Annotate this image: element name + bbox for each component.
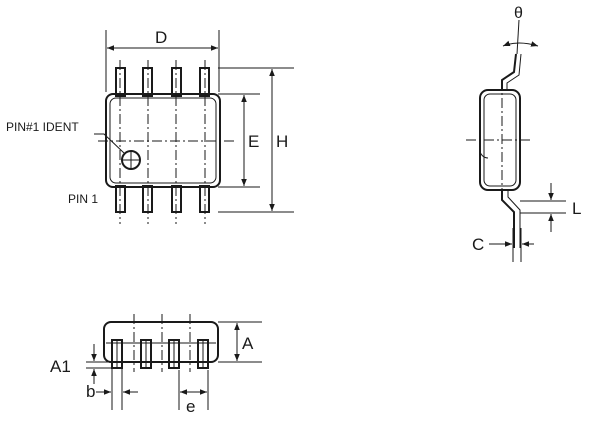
pin1-label: PIN 1 [68,192,98,206]
package-body-front [103,321,219,363]
bottom-leads [115,185,210,213]
dim-label-A1: A1 [50,357,71,376]
top-view: D E H PIN#1 IDENT PIN 1 [6,28,294,224]
front-view: A A1 b e [50,314,262,416]
side-view: θ L C [466,5,581,262]
dim-label-L: L [572,199,581,218]
dim-label-theta: θ [514,5,523,22]
dim-label-H: H [276,132,288,151]
dim-label-A: A [242,334,254,353]
front-leads [111,339,209,369]
pin1-ident-label: PIN#1 IDENT [6,120,79,134]
dim-label-b: b [86,382,95,401]
dim-label-D: D [155,28,167,47]
dim-label-E: E [248,132,259,151]
dim-label-e: e [186,397,195,416]
top-leads [115,67,210,97]
dim-label-C: C [472,235,484,254]
gull-wing-lead [501,53,517,90]
